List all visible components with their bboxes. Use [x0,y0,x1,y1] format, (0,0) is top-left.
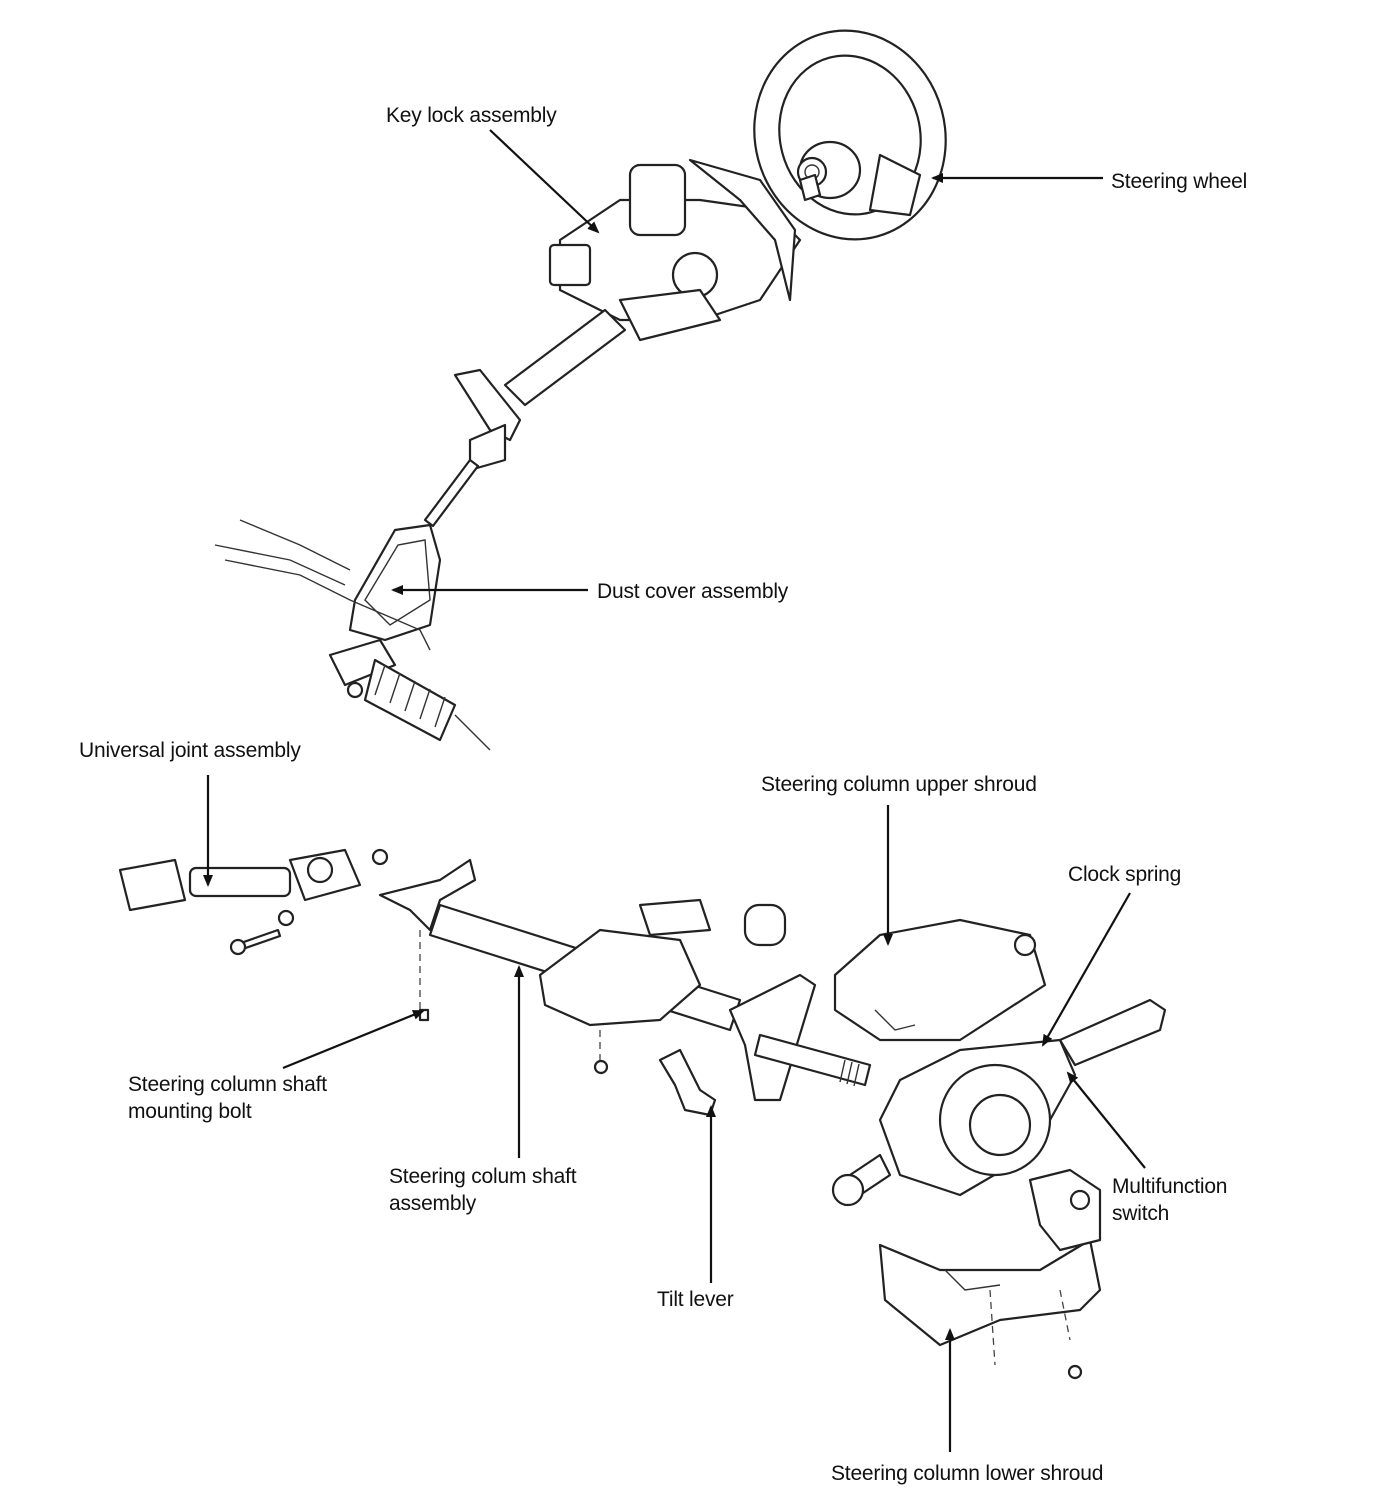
label-lower-shroud: Steering column lower shroud [831,1462,1104,1485]
upper-column-illustration [423,158,822,528]
label-shaft-assembly: Steering colum shaft assembly [389,1163,577,1217]
label-shaft-assembly-line1: Steering colum shaft [389,1165,577,1188]
upper-shroud-illustration [833,918,1047,1042]
label-upper-shroud: Steering column upper shroud [761,773,1037,796]
label-mounting-bolt: Steering column shaft mounting bolt [128,1071,327,1125]
upper-assembly [214,29,947,751]
label-key-lock-assembly: Key lock assembly [386,104,557,127]
label-dust-cover-assembly: Dust cover assembly [597,580,789,603]
label-steering-wheel: Steering wheel [1111,170,1248,193]
dust-cover-illustration [214,519,491,751]
label-multifunction-line2: switch [1112,1202,1170,1225]
label-mounting-bolt-line2: mounting bolt [128,1100,252,1123]
label-multifunction-switch: Multifunction switch [1112,1173,1227,1227]
exploded-assembly [118,848,1167,1380]
lower-shroud-illustration [878,1168,1102,1380]
switch-assembly-illustration [831,998,1167,1207]
label-multifunction-line1: Multifunction [1112,1175,1228,1198]
label-shaft-assembly-line2: assembly [389,1192,477,1215]
column-shaft-illustration [378,858,872,1117]
label-clock-spring: Clock spring [1068,863,1182,886]
leader-lines [203,129,1146,1452]
label-universal-joint-assembly: Universal joint assembly [79,739,301,762]
universal-joint-illustration [118,848,389,956]
label-tilt-lever: Tilt lever [657,1288,734,1311]
label-mounting-bolt-line1: Steering column shaft [128,1073,327,1096]
